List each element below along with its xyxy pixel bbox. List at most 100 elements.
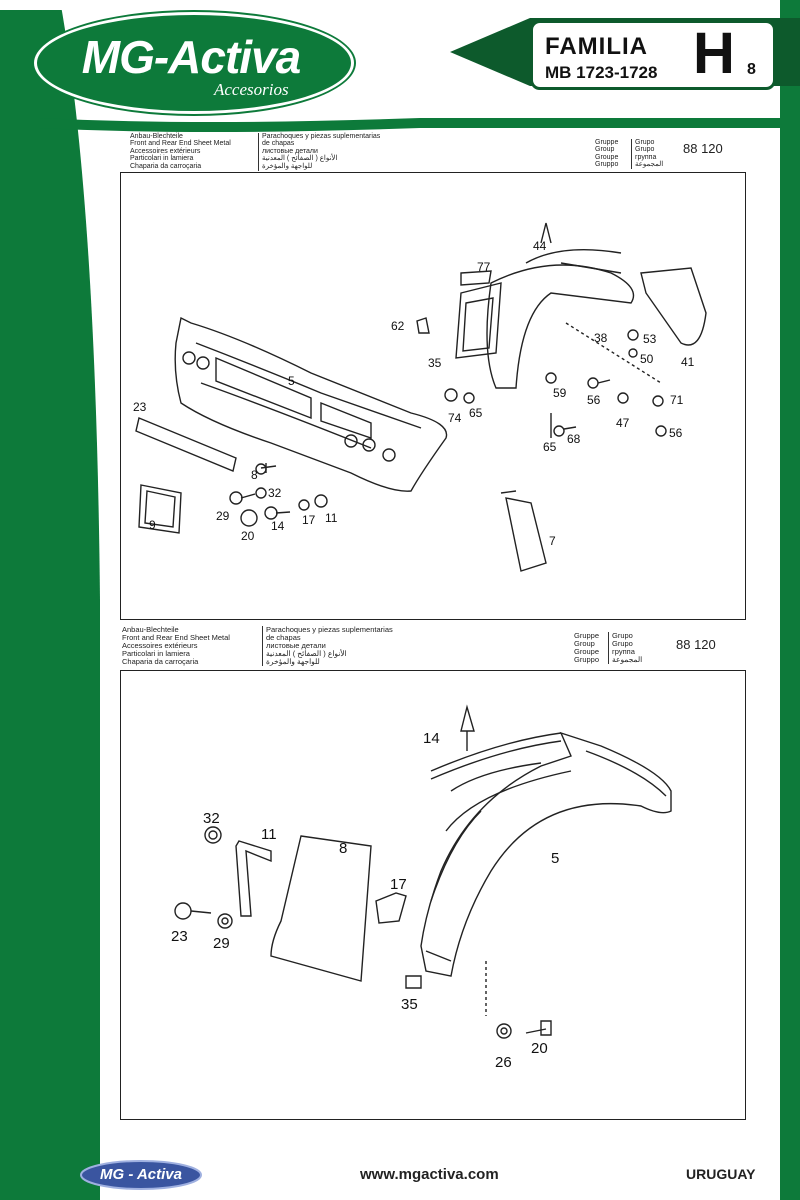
group-label-4: Gruppo (595, 161, 619, 169)
familia-label: FAMILIA (545, 33, 648, 60)
group-labels-b2: Grupo Grupo группа المجموعة (612, 632, 642, 664)
footer-url[interactable]: www.mgactiva.com (360, 1166, 499, 1183)
desc-de: Anbau-Blechteile (130, 133, 183, 140)
callout-11-b: 11 (261, 826, 277, 843)
group-label-1-b: Gruppe (574, 631, 600, 640)
callout-74: 74 (448, 411, 462, 425)
group-labels-2: Grupo Grupo группа المجموعة (635, 139, 663, 169)
group-code-b: 88 120 (676, 637, 716, 652)
top-group-header: Anbau-Blechteile Front and Rear End Shee… (130, 133, 750, 173)
callout-20: 20 (241, 529, 255, 543)
mudflap-8 (270, 835, 372, 982)
callout-26-b: 26 (495, 1054, 512, 1071)
desc-de-b: Anbau-Blechteile (122, 625, 179, 634)
logo-oval (34, 12, 354, 114)
callout-35-b: 35 (401, 996, 418, 1013)
callout-62: 62 (391, 319, 405, 333)
desc-ar-2-b: للواجهة والمؤخرة (266, 657, 320, 666)
brand-logo[interactable]: MG-Activa Accesorios (34, 12, 354, 120)
callout-23-b: 23 (171, 928, 188, 945)
desc-fr-b: Accessoires extérieurs (122, 641, 198, 650)
callout-77: 77 (477, 260, 491, 274)
group-label-1: Gruppe (595, 139, 619, 146)
callout-65-b: 65 (543, 440, 557, 454)
callout-35: 35 (428, 356, 442, 370)
callout-17-b: 17 (390, 876, 407, 893)
callout-5: 5 (288, 374, 295, 388)
top-diagram: 44 77 62 35 38 53 50 41 5 59 56 71 74 65… (133, 222, 707, 572)
footer-logo-text: MG - Activa (100, 1166, 182, 1183)
familia-letter: H (693, 21, 735, 86)
bottom-diagram: 14 32 11 8 5 17 23 29 35 26 20 (171, 704, 672, 1071)
callout-8-b: 8 (339, 840, 347, 857)
callout-56-b: 56 (669, 426, 683, 440)
bracket-11 (235, 840, 272, 917)
callout-17: 17 (302, 513, 316, 527)
callout-50: 50 (640, 352, 654, 366)
fender-38 (486, 264, 635, 389)
logo-text: MG-Activa (81, 31, 301, 83)
header-lang-col-b: Anbau-Blechteile Front and Rear End Shee… (122, 626, 230, 666)
fender-41 (640, 267, 707, 346)
fender-5 (420, 731, 672, 977)
header-lang-col: Anbau-Blechteile Front and Rear End Shee… (130, 133, 231, 170)
callout-44: 44 (533, 239, 547, 253)
left-green-band (0, 0, 100, 1200)
group-label-7-b: группа (612, 647, 635, 656)
callout-65: 65 (469, 406, 483, 420)
desc-pt-b: Chaparia da carroçaria (122, 657, 199, 666)
bottom-group-header: Anbau-Blechteile Front and Rear End Shee… (122, 626, 742, 668)
top-callouts: 44 77 62 35 38 53 50 41 5 59 56 71 74 65… (133, 239, 695, 548)
callout-7: 7 (549, 534, 556, 548)
plate-23 (135, 417, 237, 472)
desc-ar-2: للواجهة والمؤخرة (262, 162, 313, 170)
bracket-17 (375, 892, 407, 924)
callout-53: 53 (643, 332, 657, 346)
desc-es-2: de chapas (262, 140, 295, 148)
desc-pt: Chaparia da carroçaria (130, 162, 202, 170)
header-lang-col-2: Parachoques y piezas suplementarias de c… (262, 133, 380, 170)
group-label-5: Grupo (635, 139, 655, 146)
desc-es-1-b: Parachoques y piezas suplementarias (266, 625, 393, 634)
callout-32: 32 (268, 486, 282, 500)
bottom-diagram-panel: 14 32 11 8 5 17 23 29 35 26 20 (120, 670, 746, 1120)
desc-es-1: Parachoques y piezas suplementarias (262, 133, 381, 140)
group-label-7: группа (635, 153, 657, 161)
callout-14: 14 (271, 519, 285, 533)
desc-es-2-b: de chapas (266, 633, 301, 642)
callout-59: 59 (553, 386, 567, 400)
familia-box: FAMILIA MB 1723-1728 H 8 (530, 20, 776, 90)
group-labels-b: Gruppe Group Groupe Gruppo (574, 632, 599, 664)
callout-68: 68 (567, 432, 581, 446)
footer-country: URUGUAY (686, 1166, 756, 1182)
group-label-8-b: المجموعة (612, 655, 643, 664)
desc-ru: листовые детали (262, 147, 318, 155)
callout-11: 11 (325, 511, 338, 525)
group-label-6-b: Grupo (612, 639, 633, 648)
callout-71: 71 (670, 393, 684, 407)
mudflap-7 (505, 497, 547, 572)
header-lang-col-b2: Parachoques y piezas suplementarias de c… (266, 626, 393, 666)
group-label-5-b: Grupo (612, 631, 633, 640)
callout-9: 9 (149, 518, 156, 532)
desc-en: Front and Rear End Sheet Metal (130, 140, 231, 148)
callout-20-b: 20 (531, 1040, 548, 1057)
callout-8: 8 (251, 468, 258, 482)
desc-ru-b: листовые детали (266, 641, 326, 650)
group-label-2-b: Group (574, 639, 595, 648)
footer-logo[interactable] (80, 1160, 202, 1190)
callout-29: 29 (216, 509, 230, 523)
desc-fr: Accessoires extérieurs (130, 147, 201, 155)
bumper-outline (174, 316, 448, 492)
callout-41: 41 (681, 355, 695, 369)
desc-en-b: Front and Rear End Sheet Metal (122, 633, 230, 642)
group-code: 88 120 (683, 141, 723, 156)
callout-29-b: 29 (213, 935, 230, 952)
desc-it-b: Particolari in lamiera (122, 649, 190, 658)
callout-23: 23 (133, 400, 147, 414)
header-rule (420, 118, 800, 128)
group-labels: Gruppe Group Groupe Gruppo (595, 139, 618, 169)
group-label-2: Group (595, 146, 615, 154)
group-label-3: Groupe (595, 153, 619, 161)
